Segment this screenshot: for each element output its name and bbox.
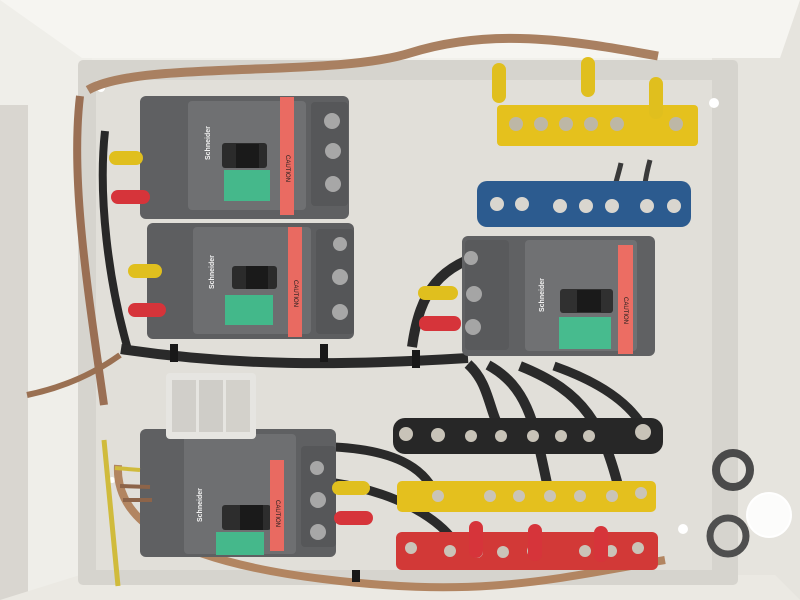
black-wire bbox=[485, 360, 553, 490]
breaker-caution-label bbox=[280, 97, 294, 215]
terminal-screw bbox=[310, 492, 326, 508]
breaker-brand: Schneider bbox=[209, 255, 216, 289]
wire-tie bbox=[352, 570, 360, 582]
terminal-screw bbox=[332, 269, 348, 285]
red-terminal-lugs bbox=[111, 190, 608, 562]
breaker-caution-text: CAUTION bbox=[284, 155, 290, 182]
breaker-green-label bbox=[216, 532, 264, 555]
black-wire bbox=[518, 361, 625, 495]
breaker-green-label bbox=[224, 170, 270, 201]
brown-control-wire bbox=[119, 484, 151, 489]
panel-hole bbox=[109, 477, 115, 483]
blue-busbar-screws bbox=[490, 197, 681, 213]
terminal-screw bbox=[310, 461, 324, 475]
breaker-caution-label bbox=[618, 245, 633, 354]
copper-wire-bundle bbox=[113, 464, 666, 592]
wire-tie bbox=[170, 344, 178, 362]
terminal-block-cluster bbox=[166, 373, 256, 439]
terminal-screw bbox=[464, 251, 478, 265]
panel-hole bbox=[678, 524, 688, 534]
middle-left-breaker: CAUTION Schneider bbox=[147, 223, 354, 339]
breaker-brand: Schneider bbox=[539, 278, 546, 312]
breaker-switch-handle bbox=[236, 144, 259, 168]
knockout-hole bbox=[748, 494, 790, 536]
copper-wire-bundle bbox=[26, 352, 122, 398]
grommet-ring bbox=[712, 449, 754, 491]
terminal-screw bbox=[465, 319, 481, 335]
terminal-screw bbox=[332, 304, 348, 320]
black-wire bbox=[98, 130, 133, 355]
terminal-screw bbox=[466, 286, 482, 302]
breaker-switch-handle bbox=[577, 290, 601, 312]
terminal-screw bbox=[325, 143, 341, 159]
yellow-busbar-bottom bbox=[397, 481, 656, 512]
terminal-screw bbox=[324, 113, 340, 129]
breaker-switch-handle bbox=[246, 266, 268, 289]
grommet-ring bbox=[706, 514, 750, 558]
black-busbar-screws bbox=[399, 424, 651, 442]
copper-wire-bundle bbox=[85, 33, 659, 94]
enclosure-top-flange bbox=[0, 0, 800, 58]
yellow-busbar-top-screws bbox=[509, 117, 683, 131]
terminal-screw bbox=[333, 237, 347, 251]
terminal-screw bbox=[310, 524, 326, 540]
left-wall-shadow bbox=[0, 105, 28, 600]
breaker-green-label bbox=[225, 295, 273, 325]
terminal-block-section bbox=[199, 380, 223, 432]
terminal-block-section bbox=[172, 380, 196, 432]
top-left-breaker: CAUTION Schneider bbox=[140, 96, 349, 219]
breaker-caution-text: CAUTION bbox=[292, 280, 298, 307]
copper-wire-bundle bbox=[73, 95, 108, 406]
wire-tie bbox=[412, 350, 420, 368]
bottom-left-breaker: CAUTION Schneider bbox=[140, 429, 336, 557]
yellow-terminal-lugs bbox=[109, 57, 663, 495]
terminal-screw bbox=[325, 176, 341, 192]
yellow-control-wire bbox=[101, 439, 121, 587]
breaker-caution-text: CAUTION bbox=[622, 297, 628, 324]
breaker-caution-text: CAUTION bbox=[274, 500, 280, 527]
yellow-control-wire bbox=[114, 466, 141, 472]
breaker-green-label bbox=[559, 317, 611, 349]
terminal-block-section bbox=[226, 380, 250, 432]
yellow-busbar-bottom-screws bbox=[432, 487, 647, 502]
breaker-caution-label bbox=[270, 460, 284, 551]
wire-tie bbox=[320, 344, 328, 362]
breaker-brand: Schneider bbox=[205, 126, 212, 160]
panel-hole bbox=[709, 98, 719, 108]
breaker-brand: Schneider bbox=[197, 488, 204, 522]
breaker-caution-label bbox=[288, 227, 302, 337]
breaker-switch-handle bbox=[240, 505, 263, 530]
right-breaker: CAUTION Schneider bbox=[462, 236, 655, 356]
